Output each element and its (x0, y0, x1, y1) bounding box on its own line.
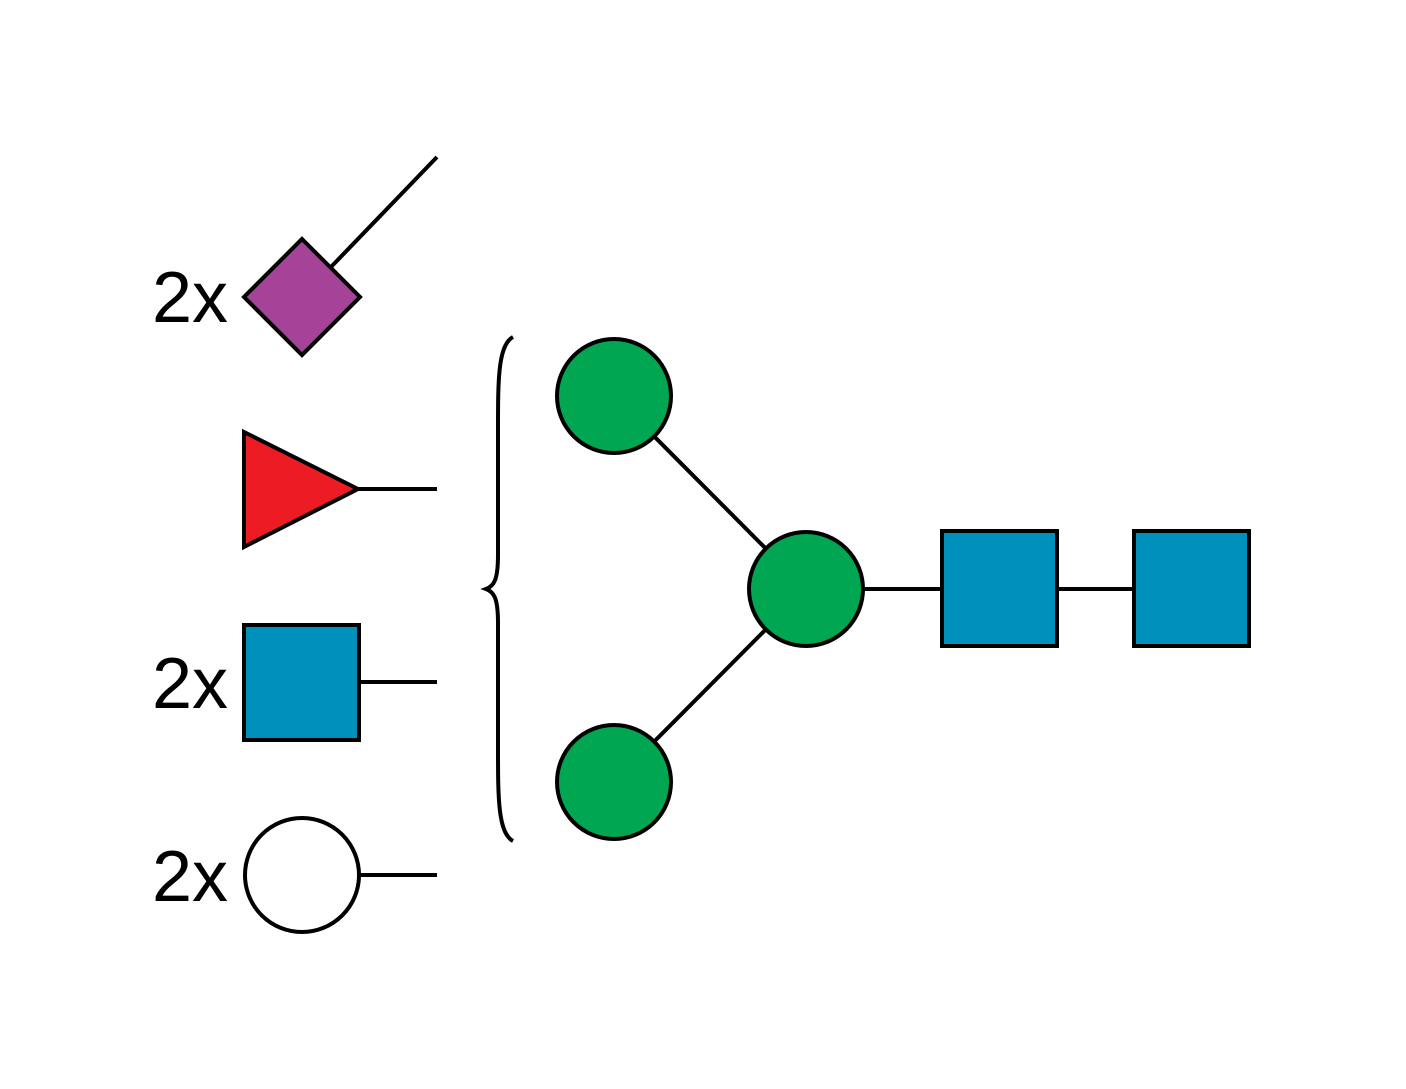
galactose-count: 2x (152, 837, 228, 917)
sialic-acid-link (328, 155, 439, 270)
glcnac-square-icon (242, 623, 361, 742)
antenna-brace (480, 335, 515, 843)
fucose-triangle-icon (242, 428, 363, 551)
links-layer (328, 155, 1192, 877)
sialic-acid-diamond-icon (241, 236, 363, 358)
sialic-acid-count: 2x (152, 258, 228, 338)
mannose-lower-circle-icon (555, 723, 673, 841)
core-structure (555, 337, 1251, 841)
antenna-legend: 2x 2x 2x (152, 236, 363, 934)
glcnac-core-1-square-icon (940, 529, 1059, 648)
glcnac-count: 2x (152, 644, 228, 724)
galactose-circle-icon (243, 816, 361, 934)
mannose-upper-circle-icon (555, 337, 673, 455)
mannose-branch-circle-icon (747, 530, 865, 648)
glcnac-core-2-square-icon (1132, 529, 1251, 648)
